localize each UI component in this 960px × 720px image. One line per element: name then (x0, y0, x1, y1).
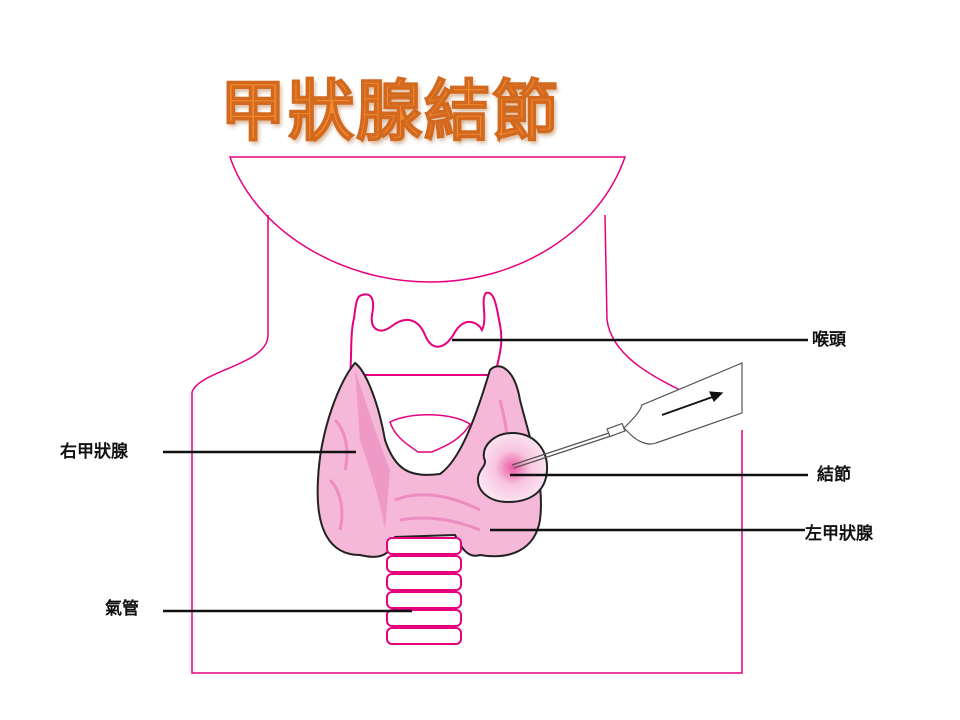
label-larynx: 喉頭 (812, 330, 846, 350)
nodule (476, 431, 549, 504)
label-left-lobe: 左甲狀腺 (805, 524, 873, 544)
leader-lines (163, 338, 808, 613)
thyroid-gland (316, 361, 542, 558)
label-nodule: 結節 (817, 465, 851, 485)
label-right-lobe: 右甲狀腺 (60, 442, 128, 462)
neck-outline (191, 156, 743, 674)
diagram-title: 甲狀腺結節 (219, 72, 560, 151)
label-trachea: 氣管 (105, 599, 139, 619)
larynx (348, 291, 503, 376)
biopsy-needle (511, 362, 743, 469)
trachea (386, 537, 462, 645)
